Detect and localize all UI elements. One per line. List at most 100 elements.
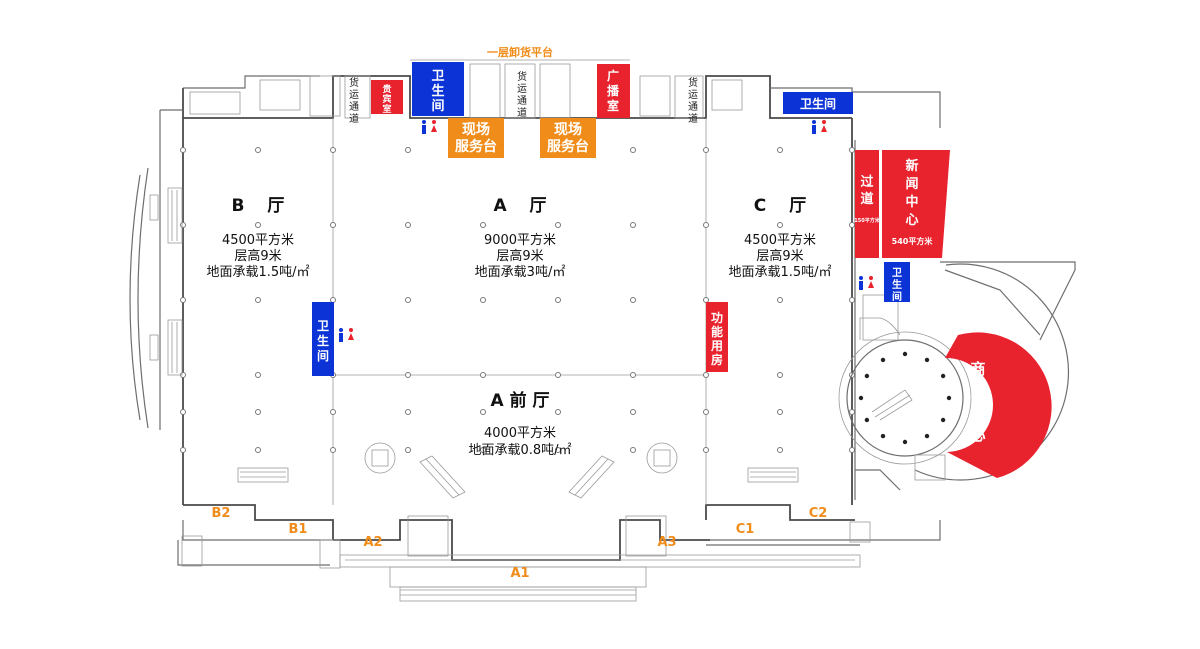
hall-a-front-area: 4000平方米	[484, 425, 556, 441]
stairs-icon	[149, 194, 159, 361]
column-marker	[630, 447, 636, 453]
column-marker	[405, 372, 411, 378]
escalator-icon	[167, 187, 183, 244]
column-marker	[405, 447, 411, 453]
entrance-c1[interactable]: C1	[736, 522, 755, 537]
hall-b-name: B 厅	[232, 196, 285, 216]
column-marker	[849, 409, 855, 415]
entrance-b1[interactable]: B1	[289, 522, 308, 537]
column-marker	[405, 409, 411, 415]
column-marker	[180, 297, 186, 303]
column-marker	[480, 409, 486, 415]
corridor-room: 过道 150平方米	[854, 150, 881, 258]
column-marker	[703, 222, 709, 228]
column-marker	[703, 447, 709, 453]
stairs-icon	[646, 442, 678, 474]
column-marker	[940, 373, 946, 379]
column-marker	[703, 297, 709, 303]
column-marker	[555, 297, 561, 303]
column-marker	[405, 222, 411, 228]
business-center-label: 商务中心	[970, 360, 986, 444]
service-desk-left: 现场服务台	[448, 118, 504, 158]
toilet-women-icon	[348, 328, 354, 340]
news-center: 新闻中心 540平方米	[882, 150, 950, 258]
toilet-right: 卫生间	[884, 262, 910, 303]
toilet-women-icon	[868, 276, 874, 288]
service-desk-right: 现场服务台	[540, 118, 596, 158]
column-marker	[180, 222, 186, 228]
column-marker	[630, 372, 636, 378]
escalator-icon	[419, 455, 466, 499]
column-marker	[777, 147, 783, 153]
column-marker	[555, 372, 561, 378]
corridor-area-label: 150平方米	[854, 217, 880, 224]
broadcast-room-label: 广播室	[607, 68, 620, 113]
broadcast-room: 广播室	[597, 64, 630, 118]
column-marker	[849, 147, 855, 153]
column-marker	[858, 395, 864, 401]
column-marker	[480, 222, 486, 228]
column-marker	[924, 433, 930, 439]
column-marker	[902, 439, 908, 445]
hall-a-front-load: 地面承载0.8吨/㎡	[468, 443, 571, 458]
toilet-men-icon	[422, 120, 426, 134]
column-marker	[849, 447, 855, 453]
column-marker	[880, 433, 886, 439]
escalator-icon	[237, 467, 289, 483]
hall-b-load: 地面承载1.5吨/㎡	[206, 265, 309, 280]
function-room-label: 功能用房	[710, 310, 723, 367]
column-marker	[864, 373, 870, 379]
entrance-a1[interactable]: A1	[510, 566, 529, 581]
hall-a-front-name: A 前 厅	[491, 390, 550, 411]
hall-a-front: A 前 厅 4000平方米 地面承载0.8吨/㎡	[468, 390, 571, 458]
toilet-women-icon	[431, 120, 437, 132]
column-marker	[330, 222, 336, 228]
vip-room-label: 贵宾室	[382, 83, 391, 115]
function-room: 功能用房	[706, 302, 728, 372]
column-marker	[255, 372, 261, 378]
column-marker	[630, 409, 636, 415]
column-marker	[777, 447, 783, 453]
toilet-top-center: 卫生间	[412, 62, 464, 116]
entrance-c2[interactable]: C2	[809, 506, 828, 521]
service-desk-left-label: 现场服务台	[455, 122, 497, 155]
escalator-icon	[568, 455, 615, 499]
toilet-women-icon	[821, 120, 827, 132]
toilet-top-right: 卫生间	[783, 92, 853, 114]
column-marker	[180, 147, 186, 153]
column-marker	[880, 357, 886, 363]
toilet-left-label: 卫生间	[317, 319, 329, 363]
round-building	[838, 261, 1076, 491]
stairs-icon	[364, 442, 396, 474]
entrance-a2[interactable]: A2	[363, 535, 382, 550]
column-marker	[630, 222, 636, 228]
column-marker	[330, 409, 336, 415]
entrance-labels: A1 A2 A3 B1 B2 C1 C2	[212, 506, 828, 581]
hall-c-height: 层高9米	[756, 248, 803, 264]
column-marker	[777, 297, 783, 303]
map-title: 一层卸货平台	[487, 45, 553, 59]
toilet-left: 卫生间	[312, 302, 334, 376]
column-marker	[940, 417, 946, 423]
toilet-top-center-label: 卫生间	[431, 69, 444, 114]
column-marker	[703, 372, 709, 378]
column-marker	[180, 447, 186, 453]
column-marker	[405, 297, 411, 303]
column-marker	[777, 222, 783, 228]
freight-passage-label: 货运通道	[349, 76, 359, 125]
entrance-a3[interactable]: A3	[657, 535, 676, 550]
toilet-men-icon	[339, 328, 343, 342]
top-service-area	[189, 59, 743, 119]
hall-b-area: 4500平方米	[222, 232, 294, 248]
business-center: 商务中心	[945, 332, 1052, 478]
column-marker	[555, 222, 561, 228]
column-marker	[777, 409, 783, 415]
hall-c-name: C 厅	[754, 196, 806, 216]
entrance-b2[interactable]: B2	[212, 506, 231, 521]
hall-c: C 厅 4500平方米 层高9米 地面承载1.5吨/㎡	[728, 196, 831, 280]
escalator-icon	[747, 467, 799, 483]
column-marker	[255, 147, 261, 153]
column-marker	[555, 447, 561, 453]
column-marker	[480, 372, 486, 378]
hall-a: A 厅 9000平方米 层高9米 地面承载3吨/㎡	[475, 196, 566, 280]
